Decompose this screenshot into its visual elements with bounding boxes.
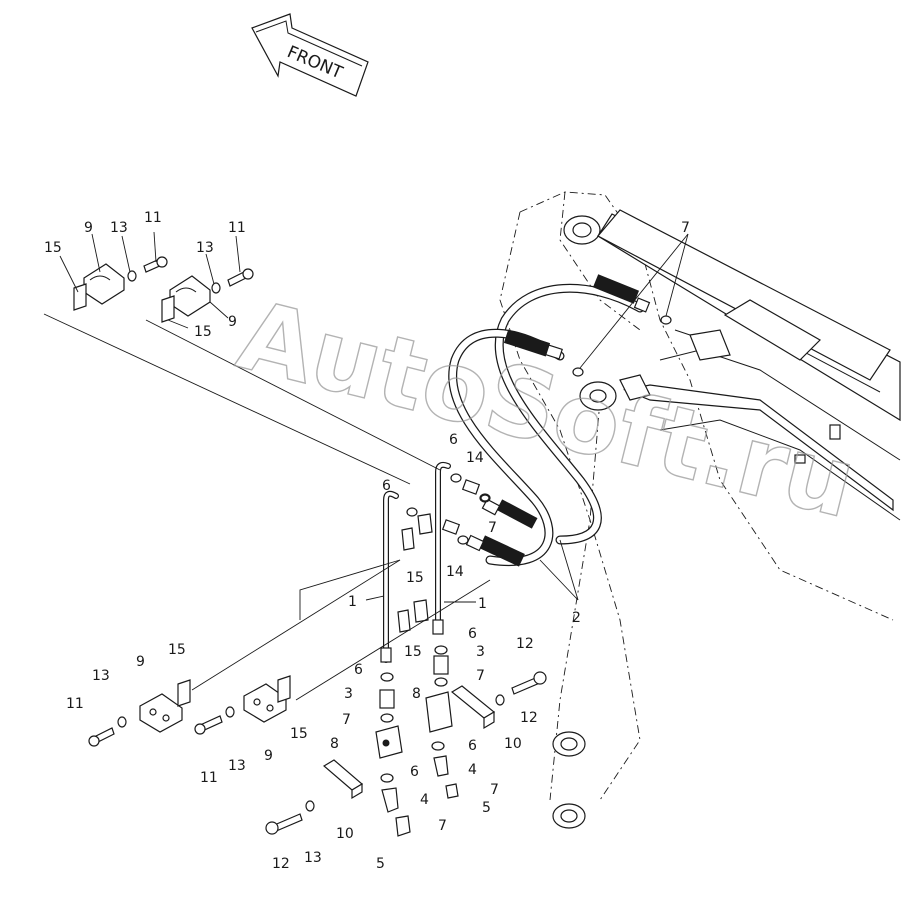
callout-15: 15 [406, 570, 424, 586]
reference-lines [43, 313, 491, 701]
callout-13: 13 [196, 240, 214, 256]
callout-7: 7 [681, 220, 690, 236]
callout-15: 15 [44, 240, 62, 256]
callout-5: 5 [376, 856, 385, 872]
callout-13: 12 [520, 710, 538, 726]
pipe-1-right [432, 461, 451, 635]
callout-9: 9 [228, 314, 237, 330]
callout-6: 6 [449, 432, 458, 448]
callout-numbers: 7 2 1 1 6 14 6 7 14 15 15 6 3 7 8 6 3 7 … [44, 210, 690, 872]
pipe-1-left [380, 490, 399, 663]
callout-14: 14 [446, 564, 464, 580]
callout-6: 6 [354, 662, 363, 678]
callout-15: 15 [290, 726, 308, 742]
callout-6: 6 [382, 478, 391, 494]
callout-8: 8 [330, 736, 339, 752]
callout-7: 7 [490, 782, 499, 798]
callout-2: 2 [572, 610, 581, 626]
hose-assembly-2 [448, 274, 651, 567]
callout-1: 1 [348, 594, 357, 610]
clamp-set-lower-2 [194, 675, 291, 735]
callout-11: 11 [66, 696, 84, 712]
clamp-set-top-2 [161, 268, 254, 323]
callout-4: 4 [420, 792, 429, 808]
bolts-12-and-washers-13 [265, 671, 547, 835]
callout-13: 13 [228, 758, 246, 774]
callout-6: 6 [468, 626, 477, 642]
pipe-clamps-15 [397, 513, 433, 633]
callout-12: 12 [516, 636, 534, 652]
brackets-10 [322, 685, 496, 800]
callout-7: 7 [438, 818, 447, 834]
clamp-set-top-1 [73, 256, 168, 311]
callout-11: 11 [144, 210, 162, 226]
arm-cylinder [597, 209, 901, 512]
callout-1: 1 [478, 596, 487, 612]
callout-3: 3 [476, 644, 485, 660]
callout-8: 8 [412, 686, 421, 702]
callout-9: 9 [84, 220, 93, 236]
callout-7: 7 [342, 712, 351, 728]
connectors-lower-right [425, 645, 459, 799]
callout-11: 11 [200, 770, 218, 786]
callout-13: 13 [304, 850, 322, 866]
callout-7: 7 [476, 668, 485, 684]
callout-15: 15 [194, 324, 212, 340]
callout-10: 10 [336, 826, 354, 842]
callout-13: 13 [92, 668, 110, 684]
callout-14: 14 [466, 450, 484, 466]
adapters-14 [406, 473, 490, 535]
callout-3: 3 [344, 686, 353, 702]
callout-15: 15 [168, 642, 186, 658]
callout-11: 11 [228, 220, 246, 236]
callout-7: 7 [488, 520, 497, 536]
callout-12: 12 [272, 856, 290, 872]
front-direction-arrow: FRONT [251, 13, 369, 97]
o-rings-upper [457, 315, 672, 545]
callout-13: 13 [110, 220, 128, 236]
callout-4: 4 [468, 762, 477, 778]
callout-6: 6 [468, 738, 477, 754]
callout-15: 15 [404, 644, 422, 660]
leader-lines [59, 231, 689, 603]
callout-10: 10 [504, 736, 522, 752]
callout-6: 6 [410, 764, 419, 780]
callout-9: 9 [264, 748, 273, 764]
clamp-set-lower-1 [88, 679, 191, 747]
callout-9: 9 [136, 654, 145, 670]
callout-5: 5 [482, 800, 491, 816]
connectors-lower-left [375, 672, 411, 837]
